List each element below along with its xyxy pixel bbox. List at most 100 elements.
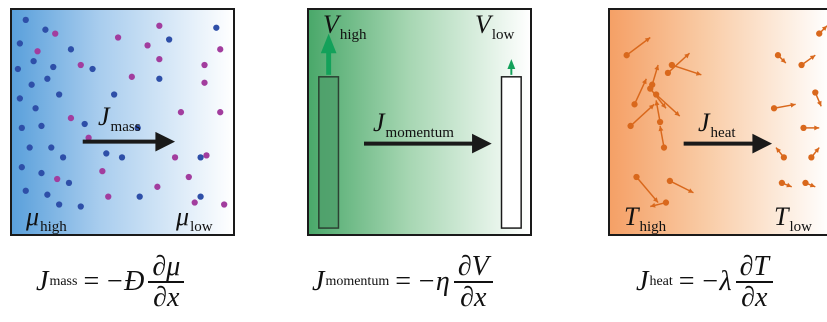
molecule-velocity-arrowhead	[687, 188, 694, 193]
purple-particle	[191, 199, 198, 206]
blue-particle	[18, 164, 25, 171]
purple-particle	[201, 61, 208, 69]
molecule-velocity-arrowhead	[695, 70, 702, 76]
purple-particle	[177, 109, 185, 116]
purple-particle	[156, 22, 163, 29]
blue-particle	[38, 122, 45, 130]
blue-particle	[26, 144, 33, 151]
molecule-velocity-arrowhead	[809, 55, 816, 61]
purple-particle	[128, 73, 135, 80]
blue-particle	[32, 105, 39, 112]
blue-particle	[16, 95, 24, 102]
molecule	[816, 30, 823, 37]
blue-particle	[77, 203, 84, 210]
molecule-velocity-arrowhead	[674, 110, 680, 117]
blue-particle	[197, 154, 204, 161]
mu-high-label: μhigh	[26, 202, 67, 235]
mass-flux-arrow-head	[155, 131, 176, 152]
molecule-velocity-vector	[630, 103, 655, 127]
purple-particle	[156, 55, 163, 63]
purple-particle	[105, 193, 112, 200]
molecule	[774, 52, 782, 59]
mass-flux-label: Jmass	[98, 102, 141, 135]
velocity-bars-layer	[318, 33, 522, 229]
molecule-velocity-arrowhead	[653, 197, 659, 203]
molecule	[800, 124, 807, 132]
blue-particle	[48, 144, 55, 151]
molecules-layer	[623, 25, 827, 208]
blue-particle	[56, 91, 63, 98]
purple-particle	[34, 48, 41, 55]
blue-particle	[42, 26, 49, 33]
blue-particle	[213, 24, 220, 31]
molecule	[770, 105, 778, 112]
molecule	[668, 61, 676, 69]
purple-particle	[217, 46, 224, 53]
high-velocity-arrow-head	[320, 33, 337, 54]
blue-particle	[44, 75, 51, 82]
particles-layer	[14, 16, 228, 210]
blue-particle	[30, 57, 37, 65]
molecule	[656, 118, 664, 126]
molecule	[664, 69, 672, 77]
molecule	[633, 173, 640, 181]
t-high-label: Thigh	[624, 202, 667, 235]
blue-particle	[67, 46, 75, 53]
low-velocity-bar	[500, 76, 522, 229]
blue-particle	[103, 150, 110, 157]
molecule	[778, 179, 786, 187]
purple-particle	[154, 183, 161, 190]
blue-particle	[22, 187, 29, 194]
v-low-label: Vlow	[475, 10, 515, 43]
purple-particle	[67, 114, 75, 122]
blue-particle	[56, 201, 63, 208]
molecule-velocity-arrowhead	[654, 65, 660, 71]
molecule-velocity-arrowhead	[776, 147, 781, 153]
molecule	[631, 101, 638, 108]
molecule-velocity-arrowhead	[650, 202, 656, 208]
blue-particle	[14, 65, 22, 73]
purple-particle	[99, 167, 106, 175]
blue-particle	[81, 120, 88, 128]
heat-flux-arrow-head	[752, 133, 773, 154]
purple-particle	[77, 61, 84, 69]
mu-low-label: μlow	[176, 202, 213, 235]
purple-particle	[203, 152, 210, 159]
blue-particle	[28, 81, 35, 88]
v-high-label: Vhigh	[323, 10, 367, 43]
molecule	[802, 179, 809, 187]
molecule-velocity-vector	[655, 93, 681, 117]
molecule	[780, 154, 788, 161]
blue-particle	[136, 193, 143, 200]
blue-particle	[134, 124, 141, 132]
heat-flux-label: Jheat	[698, 108, 736, 141]
molecule-velocity-arrowhead	[660, 102, 666, 109]
purple-particle	[221, 201, 228, 208]
blue-particle	[16, 40, 24, 47]
momentum-diffusion-panel: Vhigh Vlow Jmomentum	[307, 8, 532, 236]
molecule-velocity-arrowhead	[648, 104, 655, 110]
molecule-velocity-arrowhead	[809, 182, 816, 188]
molecule	[662, 199, 670, 206]
molecule-velocity-arrowhead	[644, 37, 651, 43]
molecule-velocity-vector	[635, 176, 659, 204]
purple-particle	[114, 34, 122, 41]
blue-particle	[59, 154, 67, 161]
blue-particle	[111, 91, 118, 98]
molecule	[652, 91, 660, 98]
blue-particle	[156, 75, 163, 82]
purple-particle	[201, 79, 208, 86]
momentum-flux-arrow-head	[472, 133, 492, 154]
purple-particle	[85, 134, 92, 141]
molecule-velocity-arrowhead	[814, 125, 820, 131]
molecule	[666, 177, 674, 185]
molecule-velocity-arrowhead	[642, 78, 647, 85]
purple-particle	[52, 30, 59, 37]
molecule-velocity-arrowhead	[684, 53, 690, 59]
purple-particle	[185, 173, 192, 181]
molecule-velocity-arrowhead	[814, 147, 820, 153]
blue-particle	[38, 169, 45, 177]
molecule	[647, 85, 654, 92]
